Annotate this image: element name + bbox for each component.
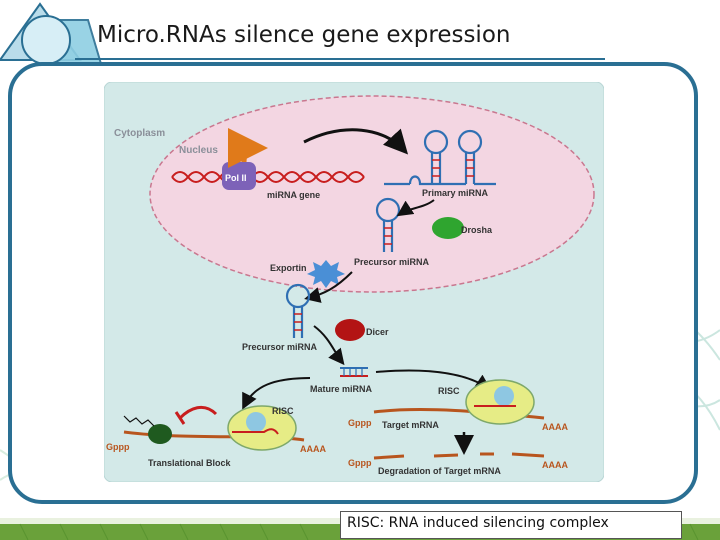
- corner-triangle-decoration: [0, 2, 106, 75]
- mirna-gene-label: miRNA gene: [267, 190, 320, 200]
- left-risc-label: RISC: [272, 406, 294, 416]
- target-mrna-label: Target mRNA: [382, 420, 439, 430]
- degraded-mrna: [373, 452, 545, 460]
- exportin-label: Exportin: [270, 263, 307, 273]
- cytoplasm-label: Cytoplasm: [114, 128, 165, 139]
- primary-mirna-label: Primary miRNA: [422, 188, 489, 198]
- aaaa-bottom: AAAA: [542, 460, 568, 470]
- cytoplasmic-precursor-label: Precursor miRNA: [242, 342, 318, 352]
- title-underline: [75, 58, 605, 60]
- right-risc-protein: [494, 386, 514, 406]
- primary-mirna-rungs: [432, 159, 474, 177]
- exportin-protein: [307, 260, 345, 288]
- pol-ii-label: Pol II: [225, 173, 247, 183]
- arrow-export: [304, 271, 353, 303]
- arrow-precursor-to-mature: [313, 325, 345, 366]
- arrow-mature-to-left-risc: [242, 377, 311, 410]
- degradation-label: Degradation of Target mRNA: [378, 466, 501, 476]
- gppp-bottom: Gppp: [348, 458, 372, 468]
- drosha-label: Drosha: [461, 225, 493, 235]
- nuclear-precursor-rungs: [384, 227, 392, 245]
- nuclear-precursor-label: Precursor miRNA: [354, 257, 430, 267]
- inhibition-symbol: [178, 405, 218, 420]
- mature-mirna-label: Mature miRNA: [310, 384, 373, 394]
- right-risc-label: RISC: [438, 386, 460, 396]
- pol-ii-polymerase: [222, 162, 256, 190]
- nucleus-label: Nucleus: [179, 145, 218, 156]
- left-risc-protein: [246, 412, 266, 432]
- arrow-gene-to-primary: [303, 128, 409, 155]
- drosha-enzyme: [432, 217, 464, 239]
- caption-text: RISC: RNA induced silencing complex: [347, 515, 609, 531]
- left-bound-mirna: [232, 428, 279, 435]
- mirna-pathway-diagram: Cytoplasm Nucleus Pol II miRNA gene Prim…: [104, 82, 604, 482]
- inhibition-bar: [174, 411, 186, 425]
- aaaa-right: AAAA: [542, 422, 568, 432]
- dicer-enzyme: [335, 319, 365, 341]
- translational-block-label: Translational Block: [148, 458, 232, 468]
- caption-box: [340, 511, 682, 539]
- arrow-primary-to-precursor: [396, 199, 435, 217]
- slide-title: Micro.RNAs silence gene expression: [97, 22, 511, 48]
- arrow-mature-to-right-risc: [375, 369, 492, 391]
- aaaa-left: AAAA: [300, 444, 326, 454]
- mature-mirna: [340, 367, 368, 377]
- ribosome: [148, 424, 172, 444]
- gppp-right: Gppp: [348, 418, 372, 428]
- nascent-peptide: [123, 415, 155, 427]
- dicer-label: Dicer: [366, 327, 389, 337]
- mirna-gene-dna: [171, 171, 365, 183]
- cytoplasmic-precursor-rungs: [294, 313, 302, 331]
- gppp-left: Gppp: [106, 442, 130, 452]
- transcription-arrow: [227, 128, 268, 169]
